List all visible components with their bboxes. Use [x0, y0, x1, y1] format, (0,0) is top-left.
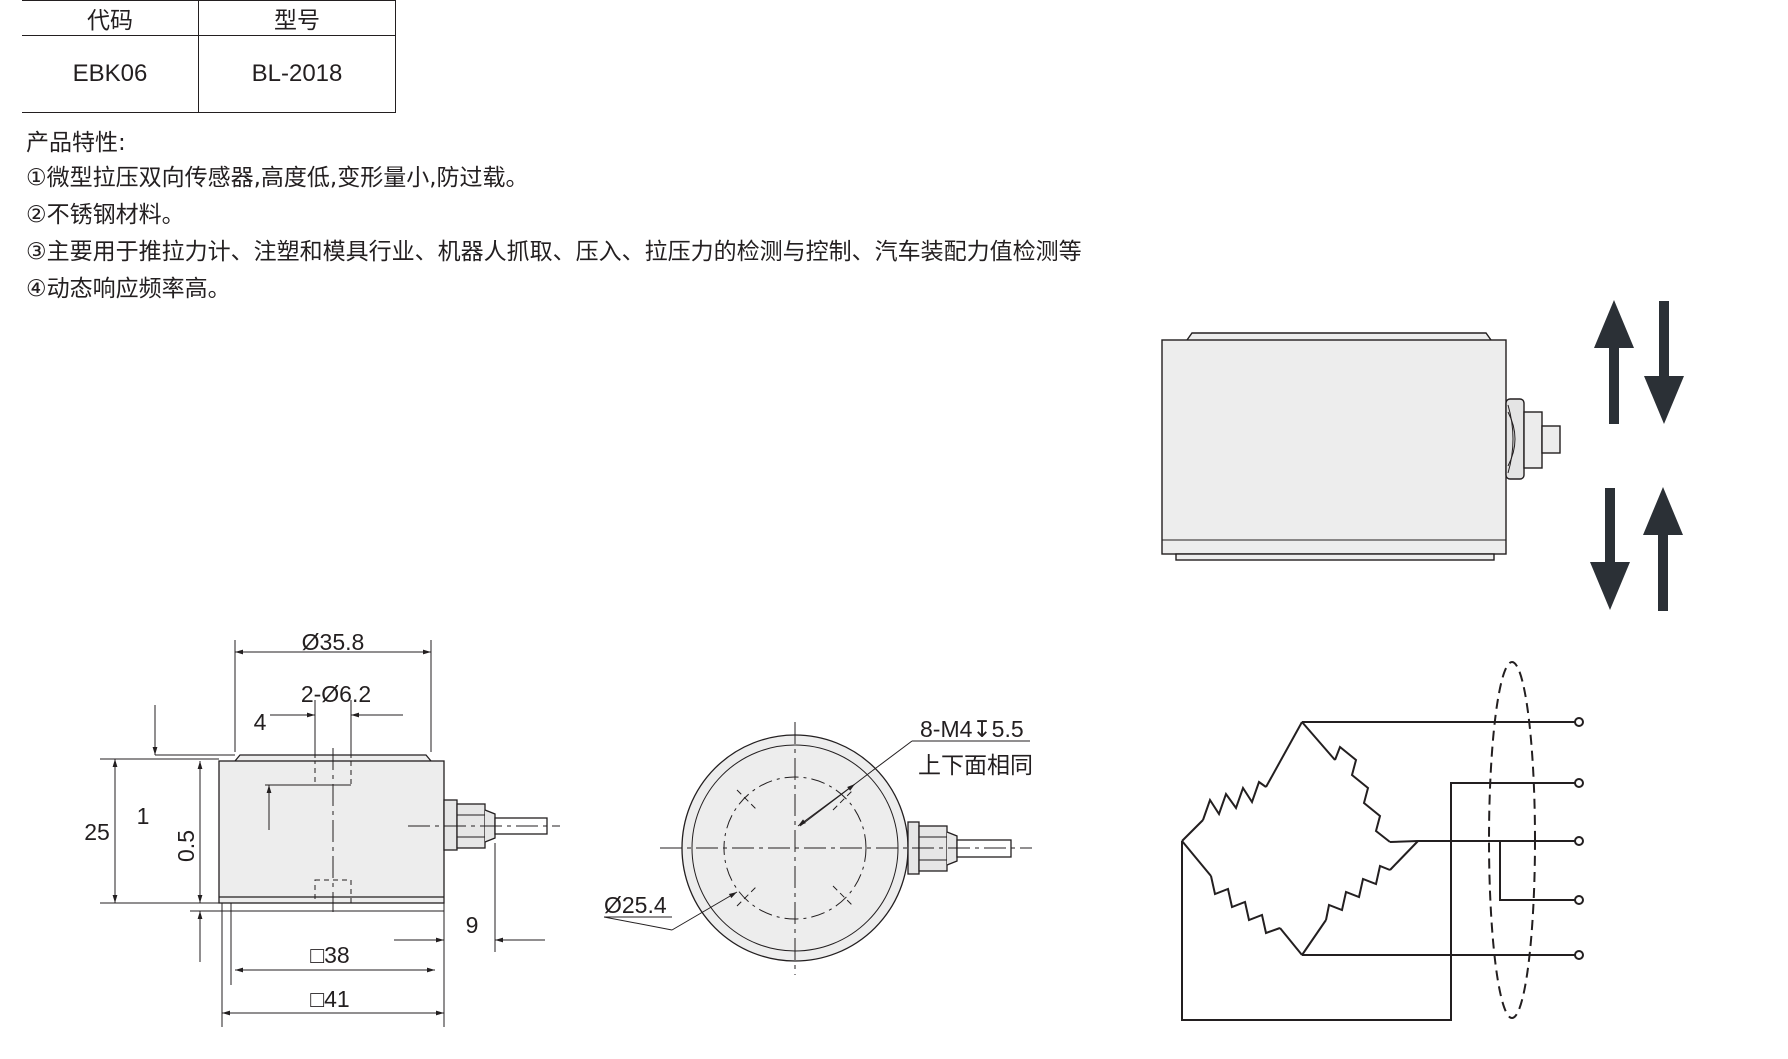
- spec-table-header-row: 代码 型号: [22, 0, 396, 36]
- header-model: 型号: [198, 0, 396, 36]
- dim-thread-note: 上下面相同: [918, 752, 1033, 778]
- table-row: EBK06 BL-2018: [22, 35, 396, 113]
- terminal: [1574, 836, 1584, 846]
- dim-25: 25: [84, 819, 110, 845]
- down-arrow-icon: [1590, 488, 1630, 610]
- terminal: [1574, 778, 1584, 788]
- spec-table: 代码 型号 EBK06 BL-2018: [22, 0, 396, 113]
- side-view-labels: Ø35.8 2-Ø6.2 4 25 1 0.5 9 □38 □41: [84, 629, 478, 1012]
- down-arrow-icon: [1644, 301, 1684, 424]
- dim-outer-diameter: Ø35.8: [302, 629, 365, 655]
- cable-shield: [1488, 661, 1536, 1019]
- product-view: [1161, 332, 1561, 561]
- list-item: ②不锈钢材料。: [26, 202, 185, 228]
- features-heading: 产品特性:: [26, 130, 126, 156]
- dim-9: 9: [466, 912, 479, 938]
- list-item: ④动态响应频率高。: [26, 276, 231, 302]
- dim-bolt-circle: Ø25.4: [604, 892, 667, 918]
- side-view: [218, 748, 560, 912]
- list-item: ③主要用于推拉力计、注塑和模具行业、机器人抓取、压入、拉压力的检测与控制、汽车装…: [26, 239, 1082, 265]
- sensor-bottom-lip: [1175, 553, 1495, 561]
- side-view-dimensions: [100, 640, 545, 1027]
- features-list: ①微型拉压双向传感器,高度低,变形量小,防过载。 ②不锈钢材料。 ③主要用于推拉…: [26, 160, 1082, 308]
- cell-model: BL-2018: [198, 35, 396, 113]
- top-view-dimensions: [603, 740, 1030, 931]
- dim-4: 4: [254, 709, 267, 735]
- header-code: 代码: [22, 0, 199, 36]
- terminal: [1574, 717, 1584, 727]
- product-features: 产品特性: ①微型拉压双向传感器,高度低,变形量小,防过载。 ②不锈钢材料。 ③…: [26, 126, 1082, 308]
- top-view: [660, 722, 1032, 975]
- dim-1: 1: [137, 803, 150, 829]
- list-item: ①微型拉压双向传感器,高度低,变形量小,防过载。: [26, 165, 529, 191]
- top-view-labels: 8-M4↧5.5 上下面相同 Ø25.4: [604, 716, 1033, 918]
- cell-code: EBK06: [22, 35, 199, 113]
- dim-thread-spec: 8-M4↧5.5: [920, 716, 1024, 742]
- dim-square-41: □41: [310, 986, 349, 1012]
- dim-square-38: □38: [310, 942, 349, 968]
- terminal: [1574, 895, 1584, 905]
- sensor-body: [1161, 339, 1507, 555]
- bridge-circuit: [1181, 721, 1576, 1021]
- circuit-terminals: [1574, 717, 1584, 960]
- sensor-top-lip: [1186, 332, 1492, 341]
- up-arrow-icon: [1643, 487, 1683, 611]
- cable-stub: [1541, 425, 1561, 454]
- cable-gland: [1523, 411, 1543, 469]
- dim-hole-spec: 2-Ø6.2: [301, 681, 371, 707]
- terminal: [1574, 950, 1584, 960]
- dim-0-5: 0.5: [173, 830, 199, 862]
- up-arrow-icon: [1594, 300, 1634, 424]
